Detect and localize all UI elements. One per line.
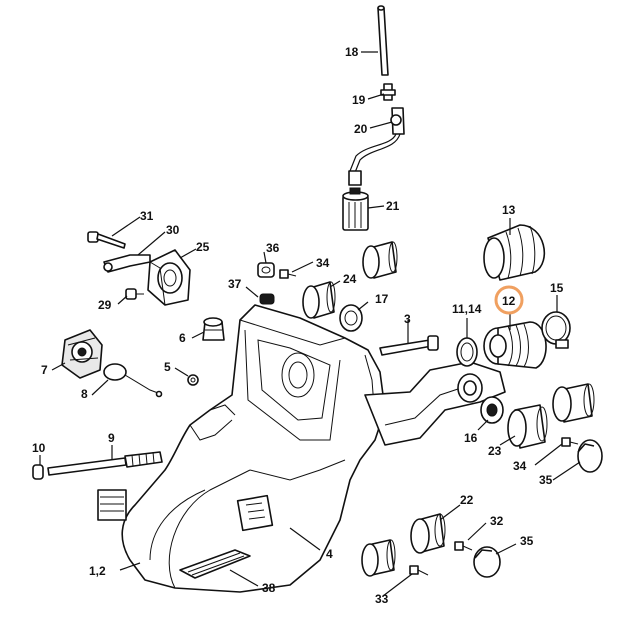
housing-part bbox=[97, 304, 506, 593]
callout-24: 24 bbox=[343, 272, 357, 286]
ring-part-17 bbox=[339, 304, 363, 332]
callout-36: 36 bbox=[266, 241, 280, 255]
callout-12: 12 bbox=[502, 294, 516, 308]
screw-part-19 bbox=[380, 83, 396, 101]
callout-25: 25 bbox=[196, 240, 210, 254]
callout-labels: 1,2 3 4 5 6 7 8 9 10 11,14 12 13 15 16 1… bbox=[32, 45, 564, 606]
callout-38: 38 bbox=[262, 581, 276, 595]
screw-part-34b bbox=[561, 437, 579, 447]
callout-17: 17 bbox=[375, 292, 389, 306]
grommet-part-6 bbox=[202, 317, 225, 341]
grommet-part-36 bbox=[257, 262, 275, 278]
filter-part-21 bbox=[342, 187, 369, 231]
buffer-part-23 bbox=[507, 404, 548, 449]
bellows-part-12 bbox=[483, 321, 547, 369]
cover-part-25 bbox=[147, 249, 191, 306]
callout-3: 3 bbox=[404, 312, 411, 326]
callout-34-upper: 34 bbox=[316, 256, 330, 270]
callout-23: 23 bbox=[488, 444, 502, 458]
callout-18: 18 bbox=[345, 45, 359, 59]
callout-7: 7 bbox=[41, 363, 48, 377]
callout-9: 9 bbox=[108, 431, 115, 445]
ring-part-11-14 bbox=[456, 337, 478, 367]
screw-part-34a bbox=[279, 269, 297, 279]
plug-part-37 bbox=[259, 293, 275, 305]
washer-part-5 bbox=[187, 374, 199, 386]
callout-13: 13 bbox=[502, 203, 516, 217]
screw-part-29 bbox=[125, 288, 144, 300]
callout-11-14: 11,14 bbox=[452, 302, 482, 316]
screw-part-33 bbox=[409, 565, 429, 576]
plug-part-10 bbox=[32, 464, 44, 480]
leader-lines bbox=[39, 51, 581, 597]
boot-part-13 bbox=[483, 224, 546, 281]
screw-part-31 bbox=[87, 231, 126, 249]
buffer-part-24 bbox=[302, 281, 336, 319]
buffer-extra bbox=[361, 241, 595, 577]
callout-37: 37 bbox=[228, 277, 242, 291]
callout-35-lower-left: 35 bbox=[520, 534, 534, 548]
callout-5: 5 bbox=[164, 360, 171, 374]
screw-part-32 bbox=[454, 541, 473, 551]
cap-part-35a bbox=[577, 439, 603, 473]
lever-part-30 bbox=[103, 254, 151, 273]
callout-4: 4 bbox=[326, 547, 333, 561]
pump-part-7 bbox=[61, 329, 103, 379]
callout-21: 21 bbox=[386, 199, 400, 213]
hose-part-20 bbox=[348, 107, 405, 186]
callout-16: 16 bbox=[464, 431, 478, 445]
cap-part-35b bbox=[473, 546, 501, 578]
callout-10: 10 bbox=[32, 441, 46, 455]
callout-15: 15 bbox=[550, 281, 564, 295]
callout-22: 22 bbox=[460, 493, 474, 507]
ring-part-8 bbox=[103, 363, 163, 398]
callout-29: 29 bbox=[98, 298, 112, 312]
bolt-part-3 bbox=[379, 335, 439, 356]
callout-19: 19 bbox=[352, 93, 366, 107]
clamp-part-15 bbox=[541, 311, 571, 349]
ring-part-16 bbox=[480, 396, 504, 424]
callout-34-lower: 34 bbox=[513, 459, 527, 473]
callout-31: 31 bbox=[140, 209, 154, 223]
rod-part-18 bbox=[377, 5, 389, 76]
callout-30: 30 bbox=[166, 223, 180, 237]
callout-20: 20 bbox=[354, 122, 368, 136]
callout-35-right: 35 bbox=[539, 473, 553, 487]
callout-33: 33 bbox=[375, 592, 389, 606]
highlight-ring bbox=[494, 285, 524, 315]
callout-8: 8 bbox=[81, 387, 88, 401]
callout-1-2: 1,2 bbox=[89, 564, 106, 578]
callout-6: 6 bbox=[179, 331, 186, 345]
buffer-part-22 bbox=[410, 513, 446, 554]
hose-part-9 bbox=[47, 451, 163, 476]
callout-32: 32 bbox=[490, 514, 504, 528]
